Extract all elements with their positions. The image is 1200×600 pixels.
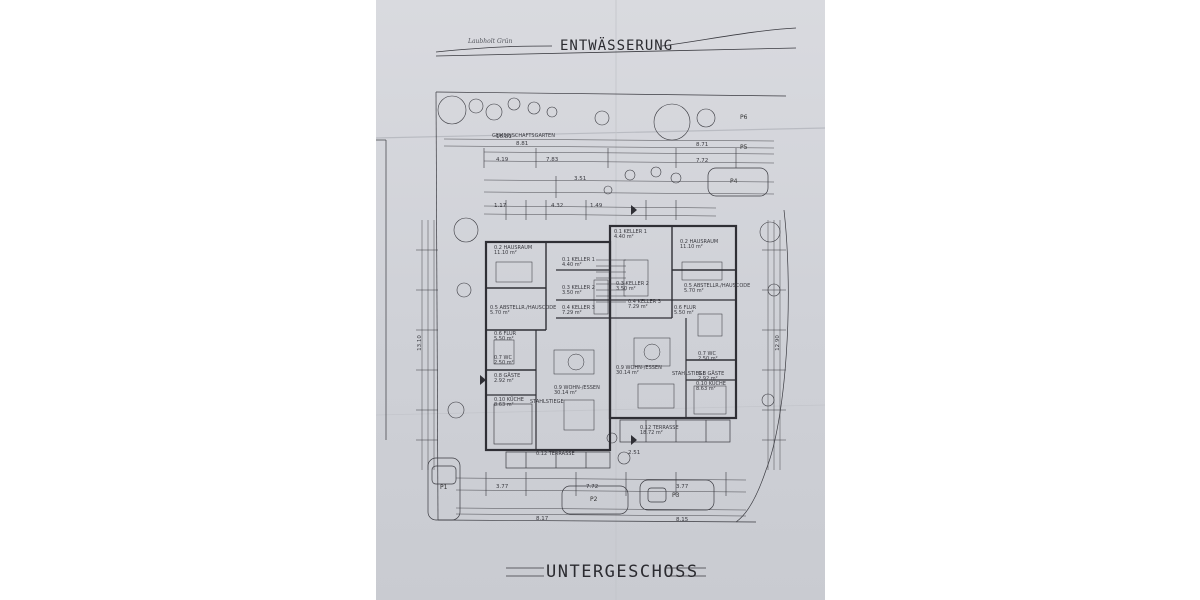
dim-row4-c: 1.49 (590, 203, 603, 209)
dim-row2-a: 4.19 (496, 157, 509, 163)
stair-label-left: STAHLSTIEGE (530, 399, 564, 405)
dim-bottom-c: 3.77 (676, 484, 689, 490)
dim-bottom-b: 7.72 (586, 484, 599, 490)
dim-terrace: 2.51 (628, 450, 641, 456)
parking-label-p2: P2 (590, 496, 598, 503)
dim-side-left: 13.10 (416, 335, 423, 351)
house-left (484, 240, 612, 452)
dim-bottom-a: 3.77 (496, 484, 509, 490)
dim-side-right: 12.90 (774, 335, 781, 351)
drawing-title-top: ENTWÄSSERUNG (560, 38, 674, 54)
dim-row4-b: 4.32 (551, 203, 564, 209)
dim-bottom-total-right: 8.15 (676, 517, 689, 523)
dim-bottom-total-left: 8.17 (536, 516, 549, 522)
parking-label-p4: P4 (730, 178, 738, 185)
drawing-title-bottom: UNTERGESCHOSS (546, 562, 699, 582)
parking-label-p3: P3 (672, 492, 680, 499)
room-label: 0.12 TERRASSE (536, 451, 575, 457)
dim-row2-b: 7.83 (546, 157, 559, 163)
title-bottom-lines (506, 567, 706, 577)
dim-top-left: 8.81 (516, 141, 529, 147)
dim-row4-a: 1.17 (494, 203, 507, 209)
dim-row3: 3.51 (574, 176, 587, 182)
plot-boundary (376, 91, 789, 523)
trees (437, 95, 781, 465)
garden-label: GEMEINSCHAFTSGARTEN (492, 133, 555, 139)
dim-top-total: 16.81 (496, 134, 512, 140)
section-markers (480, 205, 637, 445)
handwritten-note: Laubholt Grün (468, 38, 513, 45)
dim-top-right: 8.71 (696, 142, 709, 148)
dimension-ticks (416, 148, 786, 496)
floor-plan-sheet: ENTWÄSSERUNG UNTERGESCHOSS Laubholt Grün… (376, 0, 825, 600)
parking-label-p1: P1 (440, 484, 448, 491)
title-top-lines (435, 27, 797, 57)
stairs (596, 259, 626, 303)
dimension-lines (421, 138, 781, 517)
parking-label-p6: P6 (740, 114, 748, 121)
dim-row2-c: 7.72 (696, 158, 709, 164)
terraces (505, 419, 731, 469)
parking-cars (427, 167, 769, 521)
parking-label-p5: P5 (740, 144, 748, 151)
floor-plan-drawing (376, 0, 825, 600)
stair-label-right: STAHLSTIEGE (672, 371, 706, 377)
house-right (608, 224, 738, 420)
